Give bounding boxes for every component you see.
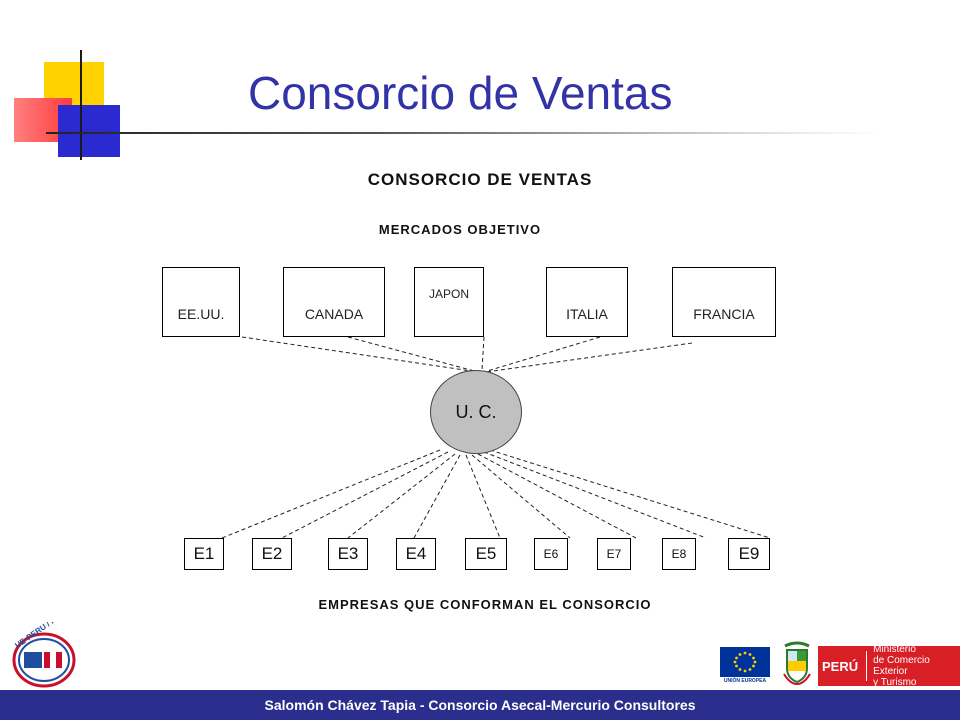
line-italia	[483, 336, 601, 373]
peru-coat-of-arms-icon	[783, 641, 811, 686]
line-e7	[477, 453, 637, 539]
line-canada	[347, 336, 479, 373]
line-e4	[413, 454, 461, 539]
diagram-title: CONSORCIO DE VENTAS	[367, 170, 593, 189]
company-label: E9	[738, 544, 760, 563]
line-japon	[481, 336, 485, 371]
company-label: E5	[475, 544, 497, 563]
peru-label: PERÚ	[818, 651, 868, 681]
title-underline	[46, 132, 880, 134]
market-label: EE.UU.	[177, 306, 225, 322]
market-box-canada: CANADA	[283, 267, 385, 337]
markets-label: MERCADOS OBJETIVO	[378, 222, 542, 237]
footer-bar: Salomón Chávez Tapia - Consorcio Asecal-…	[0, 690, 960, 720]
line-e6	[471, 454, 571, 539]
line-e1	[221, 449, 441, 539]
company-box-e9: E9	[728, 538, 770, 570]
market-label: CANADA	[304, 306, 364, 322]
companies-label: EMPRESAS QUE CONFORMAN EL CONSORCIO	[318, 597, 652, 612]
line-e5	[465, 454, 501, 539]
company-box-e4: E4	[396, 538, 436, 570]
company-box-e6: E6	[534, 538, 568, 570]
market-box-francia: FRANCIA	[672, 267, 776, 337]
eu-label: UNIÓN EUROPEA	[723, 678, 767, 684]
footer-text: Salomón Chávez Tapia - Consorcio Asecal-…	[264, 697, 696, 713]
company-box-e2: E2	[252, 538, 292, 570]
market-label: ITALIA	[566, 306, 608, 322]
company-label: E4	[405, 544, 427, 563]
company-label: E7	[606, 547, 622, 561]
eu-flag-icon	[720, 647, 770, 677]
decor-vertical-line	[80, 50, 82, 160]
ministry-label: Ministerio de Comercio Exterior y Turism…	[873, 644, 930, 688]
company-label: E1	[193, 544, 215, 563]
market-box-eeuu: EE.UU.	[162, 267, 240, 337]
mincetur-logo: PERÚ Ministerio de Comercio Exterior y T…	[818, 644, 960, 688]
company-box-e5: E5	[465, 538, 507, 570]
line-e3	[347, 453, 456, 539]
hub-circle: U. C.	[430, 370, 522, 454]
market-label: JAPON	[428, 287, 469, 301]
line-e2	[281, 451, 449, 539]
slide-title: Consorcio de Ventas	[248, 67, 673, 119]
decor-blue-square	[58, 105, 120, 157]
company-label: E6	[543, 547, 559, 561]
line-e8	[483, 451, 707, 539]
company-label: E8	[671, 547, 687, 561]
company-label: E2	[261, 544, 283, 563]
company-label: E3	[337, 544, 359, 563]
company-box-e1: E1	[184, 538, 224, 570]
market-box-italia: ITALIA	[546, 267, 628, 337]
company-box-e3: E3	[328, 538, 368, 570]
ue-peru-penx-logo: UE-PERU / PENX	[12, 622, 76, 688]
market-label: FRANCIA	[693, 306, 755, 322]
company-box-e7: E7	[597, 538, 631, 570]
hub-label: U. C.	[455, 401, 497, 422]
market-box-japon: JAPON	[414, 267, 484, 337]
line-e9	[489, 449, 771, 539]
line-eeuu	[241, 336, 479, 373]
line-francia	[485, 342, 693, 373]
company-box-e8: E8	[662, 538, 696, 570]
